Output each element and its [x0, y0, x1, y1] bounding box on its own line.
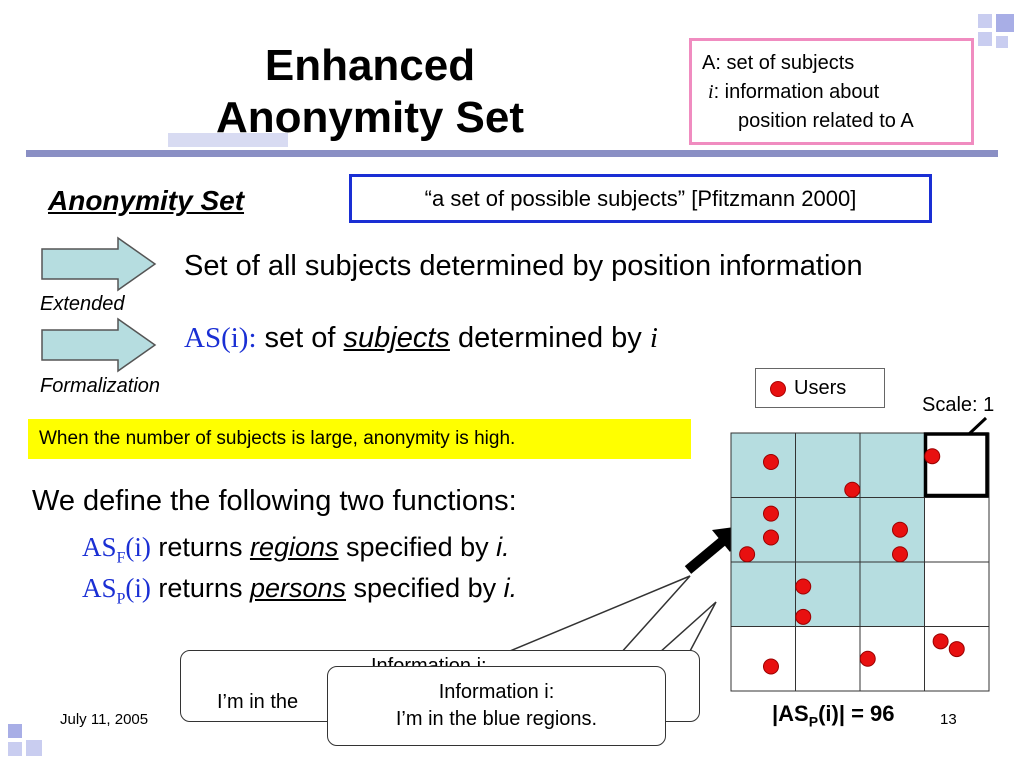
asp-sub: P: [116, 590, 126, 608]
user-dot: [932, 633, 949, 650]
legend-line-2-text: : information about: [713, 81, 880, 103]
decor-square: [8, 742, 22, 756]
user-dot: [891, 521, 908, 538]
function-asf: ASF(i) returns regions specified by i.: [82, 532, 510, 567]
slide-date: July 11, 2005: [60, 711, 149, 728]
asf-text1: returns: [150, 532, 250, 562]
callout-front: Information i: I’m in the blue regions.: [327, 666, 666, 746]
extended-arrow-icon: [41, 236, 157, 292]
users-legend-label: Users: [794, 377, 847, 399]
asf-sub: F: [116, 549, 126, 567]
extended-text: Set of all subjects determined by positi…: [184, 250, 863, 282]
scale-highlight-cell: [923, 432, 989, 498]
asp-arg: (i): [125, 573, 151, 603]
decor-square: [8, 724, 22, 738]
title-accent: [168, 133, 288, 147]
grid-cell: [730, 432, 796, 498]
legend-line-1: A: set of subjects: [702, 52, 855, 74]
grid-cell: [924, 626, 990, 692]
user-dot: [948, 641, 965, 658]
anonymity-set-heading: Anonymity Set: [48, 185, 245, 216]
count-rest: (i)| = 96: [818, 701, 895, 726]
asp-name: ASP(i): [82, 573, 151, 607]
decor-square: [996, 36, 1008, 48]
persons-count-label: |ASP(i)| = 96: [772, 701, 895, 729]
grid-cell: [924, 497, 990, 563]
legend-line-3: position related to A: [738, 110, 914, 132]
pfitzmann-quote-box: “a set of possible subjects” [Pfitzmann …: [349, 174, 932, 223]
formal-i-symbol: i: [649, 322, 658, 354]
decor-square: [978, 14, 992, 28]
asf-as: AS: [82, 532, 117, 562]
grid-cell: [924, 432, 990, 498]
formal-text-part2: determined by: [449, 322, 650, 354]
persons-word: persons: [249, 573, 347, 603]
function-asp: ASP(i) returns persons specified by i.: [82, 573, 517, 608]
asf-text2: specified by: [338, 532, 497, 562]
anonymity-note: When the number of subjects is large, an…: [28, 419, 691, 459]
regions-word: regions: [249, 532, 339, 562]
as-i-symbol: AS(i):: [184, 322, 257, 354]
decor-square: [978, 32, 992, 46]
user-dot: [762, 658, 779, 675]
formal-text-part1: set of: [256, 322, 344, 354]
asf-i: i.: [496, 532, 510, 562]
user-dot: [762, 454, 779, 471]
formalization-arrow-icon: [41, 317, 157, 373]
slide-title: Enhanced Anonymity Set: [120, 40, 620, 144]
decor-square: [26, 740, 42, 756]
asf-name: ASF(i): [82, 532, 151, 566]
user-dot: [844, 481, 861, 498]
formalization-label: Formalization: [40, 375, 161, 397]
legend-i-symbol: i: [708, 81, 714, 103]
formalization-text: AS(i): set of subjects determined by i: [184, 322, 658, 355]
define-functions-text: We define the following two functions:: [32, 485, 517, 517]
user-dot: [795, 578, 812, 595]
region-grid: [730, 432, 990, 692]
grid-cell: [924, 561, 990, 627]
extended-label: Extended: [40, 293, 125, 315]
user-dot: [762, 505, 779, 522]
definition-legend-box: A: set of subjects i: information about …: [689, 38, 974, 145]
grid-cell: [795, 497, 861, 563]
legend-line-2: i: information about: [702, 78, 971, 107]
user-dot: [739, 546, 756, 563]
grid-cell: [859, 561, 925, 627]
grid-cell: [795, 626, 861, 692]
callout-front-line-1: Information i:: [438, 681, 555, 703]
grid-cell: [859, 432, 925, 498]
callout-back-line-2: I’m in the: [217, 691, 299, 713]
title-divider: [26, 150, 998, 157]
asf-arg: (i): [125, 532, 151, 562]
callout-front-line-2: I’m in the blue regions.: [395, 708, 598, 730]
asp-text1: returns: [150, 573, 250, 603]
asp-as: AS: [82, 573, 117, 603]
user-dot: [924, 448, 941, 465]
scale-label: Scale: 1: [922, 394, 995, 416]
users-legend: Users: [755, 368, 885, 408]
user-dot: [859, 650, 876, 667]
title-line-1: Enhanced: [264, 41, 476, 90]
asp-i: i.: [503, 573, 518, 603]
asp-text2: specified by: [346, 573, 504, 603]
user-dot: [762, 529, 779, 546]
decor-square: [996, 14, 1014, 32]
page-number: 13: [940, 711, 957, 728]
grid-cell: [730, 561, 796, 627]
count-sub: P: [808, 713, 819, 730]
count-as: |AS: [772, 701, 809, 726]
grid-cell: [730, 626, 796, 692]
user-dot: [891, 546, 908, 563]
user-dot-icon: [770, 381, 786, 397]
subjects-word: subjects: [343, 322, 450, 354]
user-dot: [795, 608, 812, 625]
